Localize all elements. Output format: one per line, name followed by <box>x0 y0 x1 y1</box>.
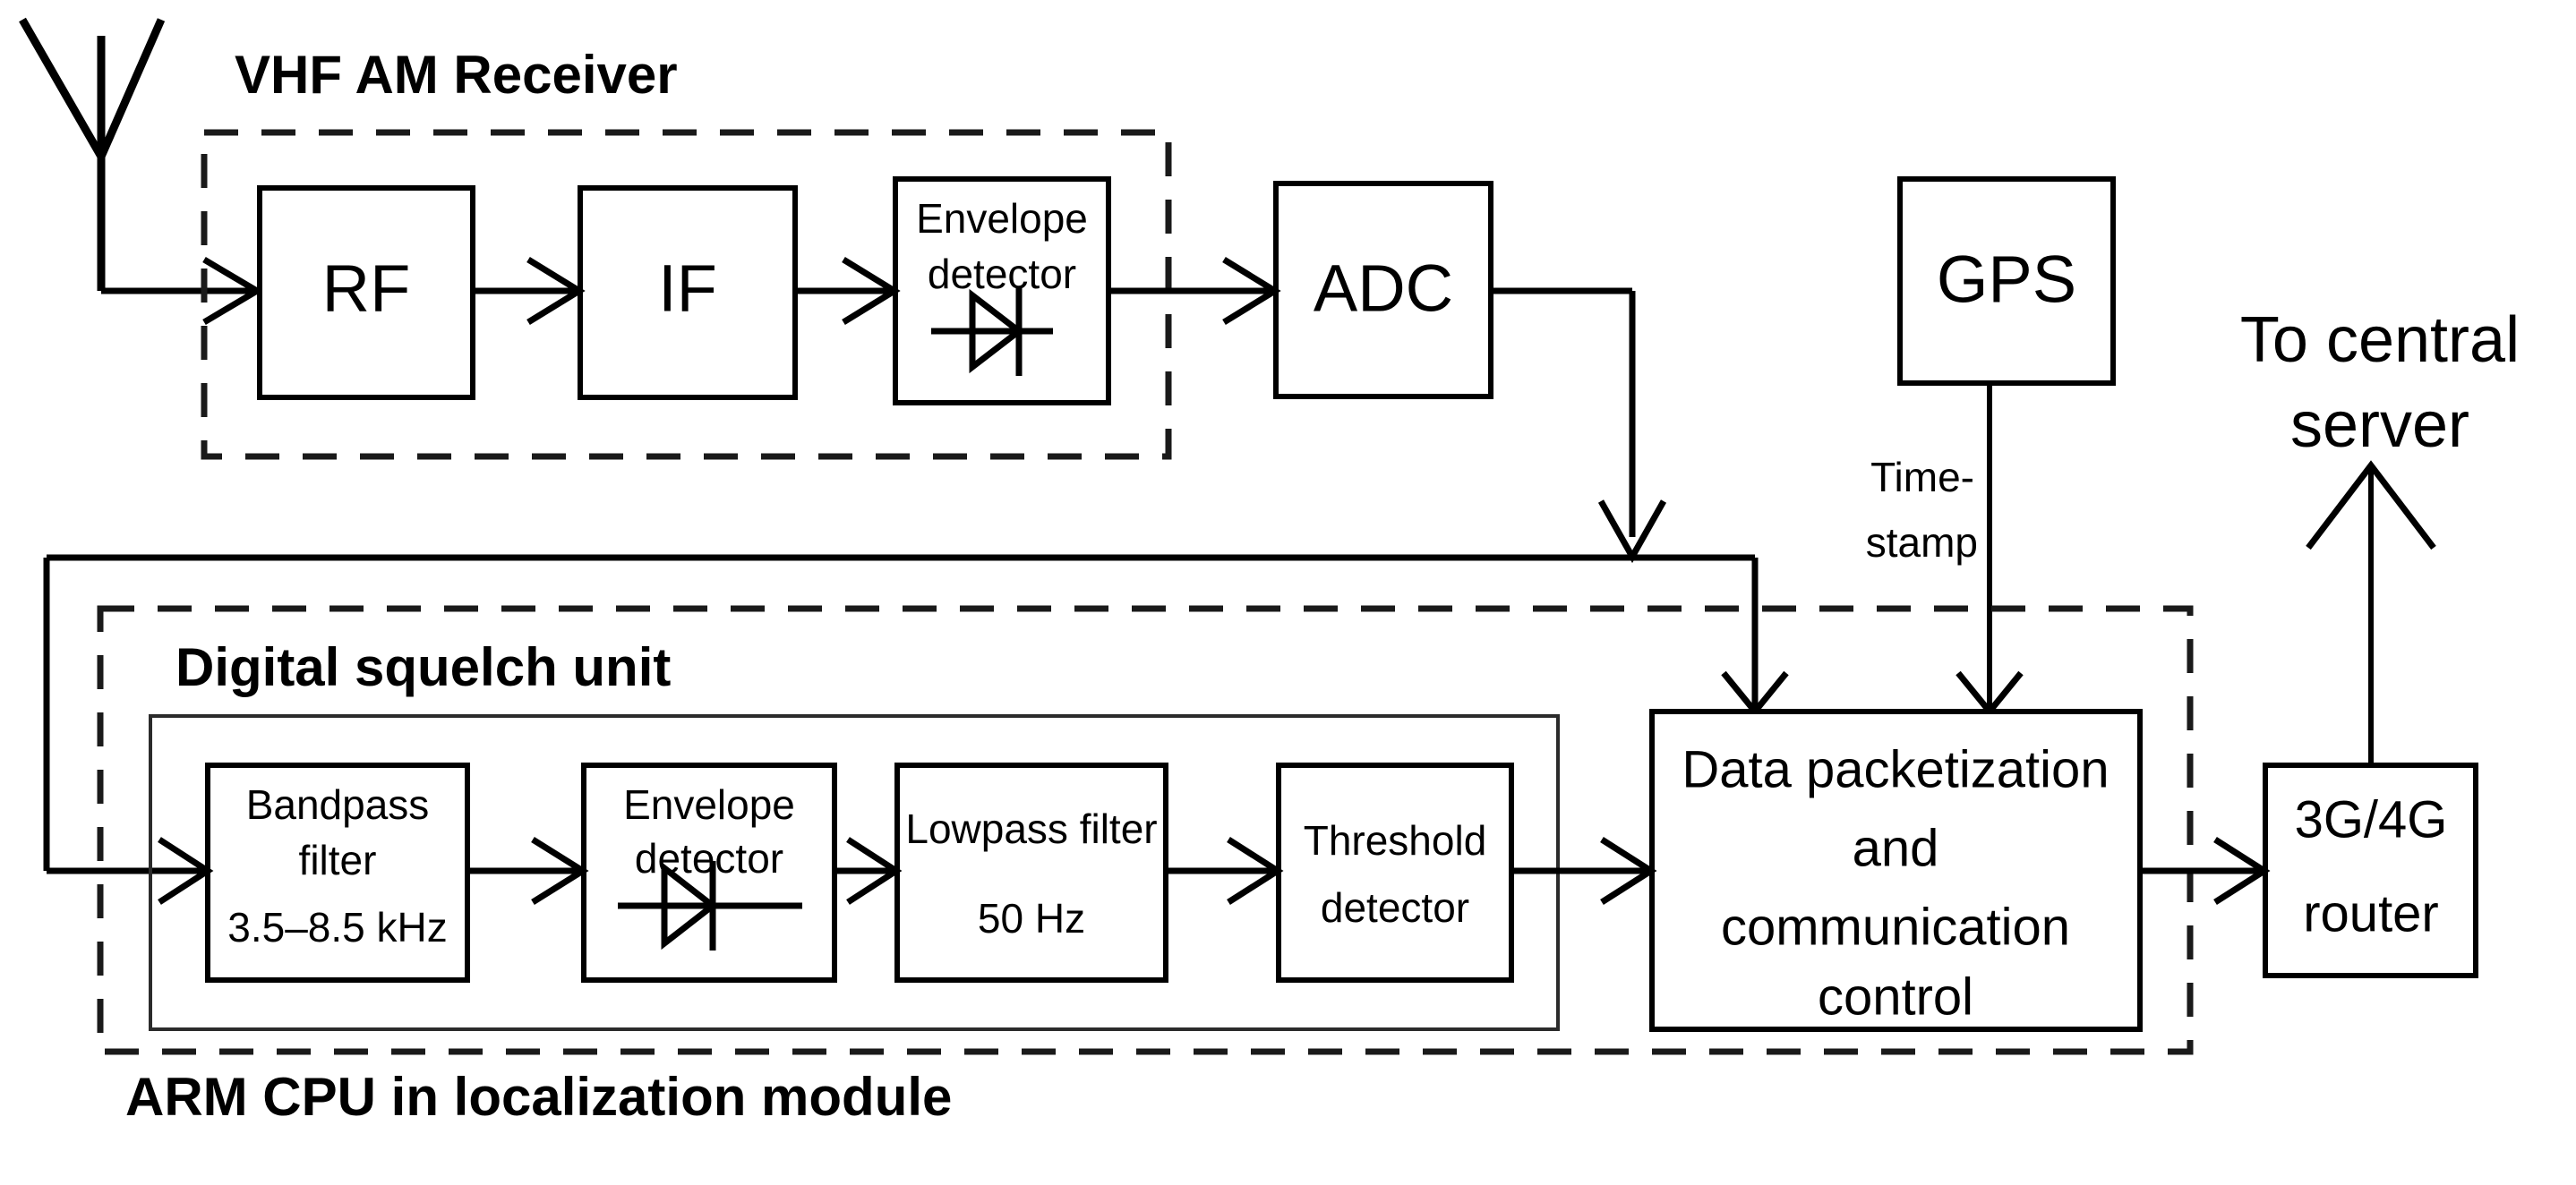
block-label-if: IF <box>658 251 717 326</box>
group-label-arm-cpu: ARM CPU in localization module <box>125 1067 952 1127</box>
diode-icon <box>931 288 1053 376</box>
block-label-envelope-detector-rf-line2: detector <box>928 251 1076 297</box>
block-label-packetization-line4: control <box>1818 968 1973 1026</box>
block-label-packetization-line2: and <box>1853 819 1939 877</box>
block-router[interactable] <box>2263 763 2478 978</box>
annotation-to-central-server-line2: server <box>2290 389 2469 461</box>
group-vhf-receiver-boundary <box>201 129 1172 460</box>
antenna-icon <box>19 17 166 291</box>
block-label-envelope-detector-rf-line1: Envelope <box>916 195 1088 242</box>
arrowhead-into-bandpass <box>158 837 214 905</box>
block-envelope-detector-dsp[interactable] <box>581 763 837 983</box>
block-label-rf: RF <box>322 251 411 326</box>
wire-antenna-to-rf <box>98 161 263 326</box>
block-label-router-line1: 3G/4G <box>2295 790 2448 848</box>
block-label-bandpass-line3: 3.5–8.5 kHz <box>227 904 447 951</box>
group-label-vhf-receiver: VHF AM Receiver <box>235 45 678 105</box>
wire-lowpass-to-threshold <box>1166 837 1284 905</box>
diode-icon <box>618 861 802 951</box>
block-label-bandpass-line2: filter <box>299 837 377 883</box>
block-bandpass-filter[interactable] <box>205 763 470 983</box>
group-arm-cpu-boundary <box>97 605 2194 1055</box>
block-label-threshold-line1: Threshold <box>1304 817 1487 864</box>
annotation-timestamp-line1: Time- <box>1870 454 1974 500</box>
wire-bus-to-packetization <box>1721 558 1789 717</box>
block-label-lowpass-line2: 50 Hz <box>978 895 1085 942</box>
block-lowpass-filter[interactable] <box>894 763 1168 983</box>
wire-rf-to-if <box>473 257 586 325</box>
group-label-digital-squelch: Digital squelch unit <box>175 637 671 697</box>
block-label-gps: GPS <box>1937 243 2076 317</box>
block-label-envelope-detector-dsp-line2: detector <box>635 835 783 882</box>
block-label-lowpass-line1: Lowpass filter <box>905 806 1157 852</box>
wire-threshold-to-packetization <box>1511 837 1657 905</box>
wire-bandpass-to-envelope <box>467 837 589 905</box>
wire-adc-to-bus <box>1491 287 1667 564</box>
annotation-timestamp-line2: stamp <box>1866 519 1978 566</box>
block-data-packetization[interactable] <box>1649 709 2143 1032</box>
wire-packetization-to-router <box>2140 837 2271 905</box>
wire-envelope-to-adc <box>1108 257 1281 325</box>
wire-router-to-central-server <box>2306 460 2436 765</box>
block-gps[interactable] <box>1897 176 2116 386</box>
block-label-router-line2: router <box>2303 884 2439 942</box>
annotation-to-central-server-line1: To central <box>2240 304 2520 376</box>
block-label-packetization-line3: communication <box>1721 898 2070 956</box>
block-label-packetization-line1: Data packetization <box>1682 740 2109 798</box>
block-label-threshold-line2: detector <box>1321 884 1469 931</box>
wire-if-to-envelope <box>795 257 901 325</box>
block-threshold-detector[interactable] <box>1276 763 1514 983</box>
block-if[interactable] <box>578 185 798 400</box>
wire-envelope-to-lowpass <box>834 837 903 905</box>
block-label-bandpass-line1: Bandpass <box>246 781 430 828</box>
block-label-envelope-detector-dsp-line1: Envelope <box>623 781 795 828</box>
block-label-adc: ADC <box>1314 251 1453 326</box>
